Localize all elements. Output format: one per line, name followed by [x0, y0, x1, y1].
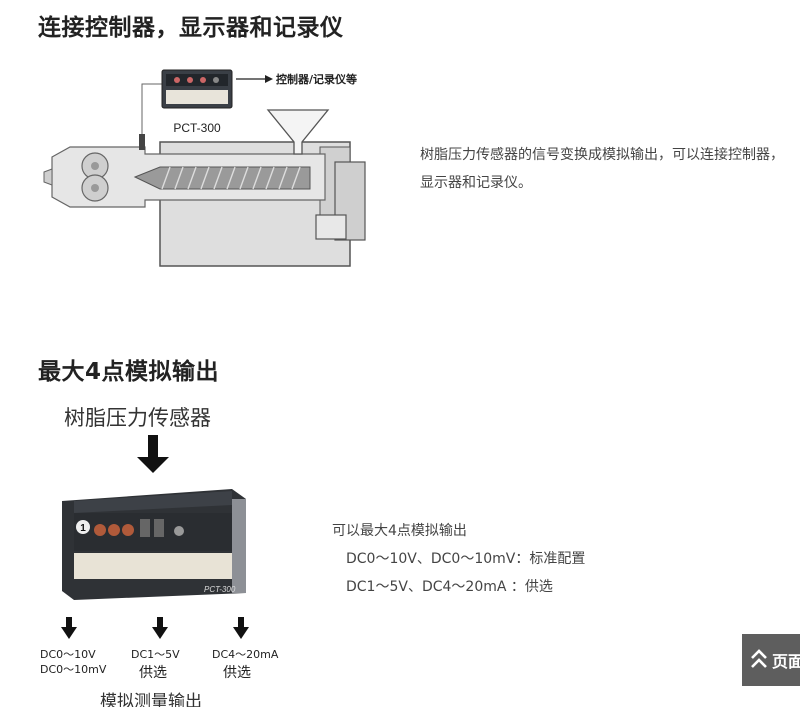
sensor-label: 树脂压力传感器: [64, 406, 211, 430]
section-description-analog: 可以最大4点模拟输出 DC0～10V、DC0～10mV：标准配置 DC1～5V、…: [332, 517, 585, 601]
hopper: [266, 109, 330, 155]
controller-recorder-label: 控制器/记录仪等: [276, 72, 357, 86]
output3-line2: 供选: [223, 665, 251, 681]
down-arrow-icon: [233, 627, 249, 639]
output1-line1: DC0～10V: [40, 648, 96, 661]
output3-line1: DC4～20mA: [212, 648, 279, 661]
down-arrow-icon: [152, 627, 168, 639]
page-top-label: 页面: [772, 652, 800, 671]
analog-option-line: DC1～5V、DC4～20mA ：供选: [346, 579, 553, 595]
analog-intro: 可以最大4点模拟输出: [332, 523, 467, 539]
down-arrow-icon: [61, 627, 77, 639]
output2-line2: 供选: [139, 665, 167, 681]
injection-machine-diagram: PCT-300 控制器/记录仪等: [43, 69, 366, 267]
section-description-connect: 树脂压力传感器的信号变换成模拟输出，可以连接控制器，显示器和记录仪。: [420, 147, 784, 191]
screw: [133, 166, 311, 190]
section-title-connect: 连接控制器，显示器和记录仪: [38, 15, 344, 41]
output1-line2: DC0～10mV: [40, 663, 107, 676]
motor-block: [334, 161, 366, 241]
analog-output-label: 模拟测量输出: [100, 692, 202, 707]
down-arrow-icon: [137, 457, 169, 473]
section-title-analog-output: 最大4点模拟输出: [38, 359, 220, 385]
double-chevron-up-icon: [750, 648, 768, 673]
output2-line1: DC1～5V: [131, 648, 180, 661]
pressure-sensor: [139, 134, 145, 150]
channel-badge: [76, 520, 90, 534]
page-top-button[interactable]: 页面: [742, 634, 800, 686]
device-model-label: PCT-300: [173, 121, 221, 135]
svg-text:1: 1: [80, 523, 86, 534]
analog-output-diagram: 树脂压力传感器 1 PCT-300 DC0～10V DC0～10mV DC1～5…: [40, 406, 279, 707]
svg-text:PCT-300: PCT-300: [204, 585, 236, 594]
analog-standard-line: DC0～10V、DC0～10mV：标准配置: [346, 551, 586, 567]
